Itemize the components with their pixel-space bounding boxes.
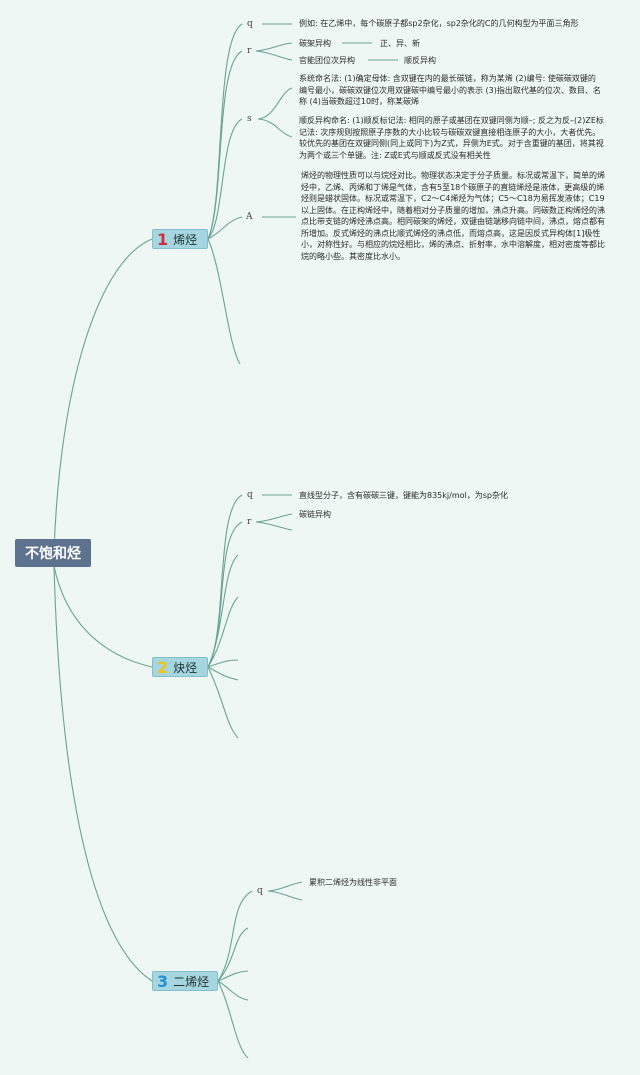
link-alkene-a <box>207 216 243 240</box>
alkene-r-label-1: 碳架异构 <box>299 39 331 48</box>
link-diene-q-text <box>267 881 303 892</box>
link-alkyne-r-empty <box>255 521 293 531</box>
link-alkyne-q <box>207 494 243 668</box>
link-diene-5 <box>217 980 249 1059</box>
link-alkyne-r-text <box>255 513 293 523</box>
link-root-alkene <box>53 238 153 553</box>
link-diene-q <box>217 890 253 982</box>
link-diene-3 <box>217 970 249 982</box>
link-root-alkyne <box>53 565 153 668</box>
alkene-marker-r: r <box>247 46 252 56</box>
branch-label: 炔烃 <box>173 660 198 675</box>
link-diene-4 <box>217 980 249 1001</box>
link-alkyne-4 <box>207 596 239 668</box>
link-alkene-empty <box>207 238 241 365</box>
branch-number: 1 <box>157 229 169 249</box>
branch-alkene[interactable]: 1 烯烃 <box>152 229 208 249</box>
root-node[interactable]: 不饱和烃 <box>15 539 91 567</box>
alkene-s-text-2: 顺反异构命名: (1)顺反标记法: 相同的原子或基团在双键同侧为顺–; 反之为反… <box>299 116 604 160</box>
alkyne-marker-q: q <box>247 490 253 500</box>
alkyne-q-text: 直线型分子，含有碳碳三键，键能为835kj/mol，为sp杂化 <box>299 491 508 500</box>
alkene-q-text: 例如: 在乙烯中，每个碳原子都sp2杂化，sp2杂化的C的几何构型为平面三角形 <box>299 19 579 28</box>
branch-label: 烯烃 <box>173 232 198 247</box>
alkene-r-value-1: 正、异、新 <box>380 39 420 48</box>
root-label: 不饱和烃 <box>25 546 81 562</box>
alkene-s-text-1: 系统命名法: (1)确定母体: 含双键在内的最长碳链，称为某烯 (2)编号: 使… <box>299 74 601 106</box>
alkene-marker-s: s <box>247 114 252 124</box>
alkene-r-value-2: 顺反异构 <box>404 56 436 65</box>
link-alkyne-5 <box>207 659 239 668</box>
alkene-marker-a: A <box>246 212 253 222</box>
branch-label: 二烯烃 <box>173 974 210 989</box>
diene-q-text: 累积二烯烃为线性非平面 <box>309 878 397 887</box>
link-diene-2 <box>217 927 249 982</box>
link-s-text2 <box>257 118 293 138</box>
diene-marker-q: q <box>257 886 263 896</box>
link-r-item1 <box>255 42 293 52</box>
link-alkyne-3 <box>207 554 239 668</box>
link-alkyne-6 <box>207 666 239 681</box>
branch-alkyne[interactable]: 2 炔烃 <box>152 657 208 677</box>
link-root-diene <box>53 565 153 982</box>
alkyne-r-text: 碳链异构 <box>299 510 331 519</box>
alkene-r-label-2: 官能团位次异构 <box>299 56 355 65</box>
link-alkene-r <box>207 50 243 240</box>
alkyne-marker-r: r <box>247 517 252 527</box>
branch-diene[interactable]: 3 二烯烃 <box>152 971 218 991</box>
link-alkene-s <box>207 118 243 240</box>
alkene-a-text: 烯烃的物理性质可以与烷烃对比。物理状态决定于分子质量。标况或常温下，简单的烯烃中… <box>301 171 605 261</box>
branch-number: 3 <box>157 971 169 991</box>
link-r-item2 <box>255 50 293 61</box>
link-s-text1 <box>257 87 293 120</box>
alkene-marker-q: q <box>247 19 253 29</box>
link-alkyne-7 <box>207 666 239 739</box>
link-diene-q-empty <box>267 890 303 901</box>
branch-number: 2 <box>157 657 169 677</box>
